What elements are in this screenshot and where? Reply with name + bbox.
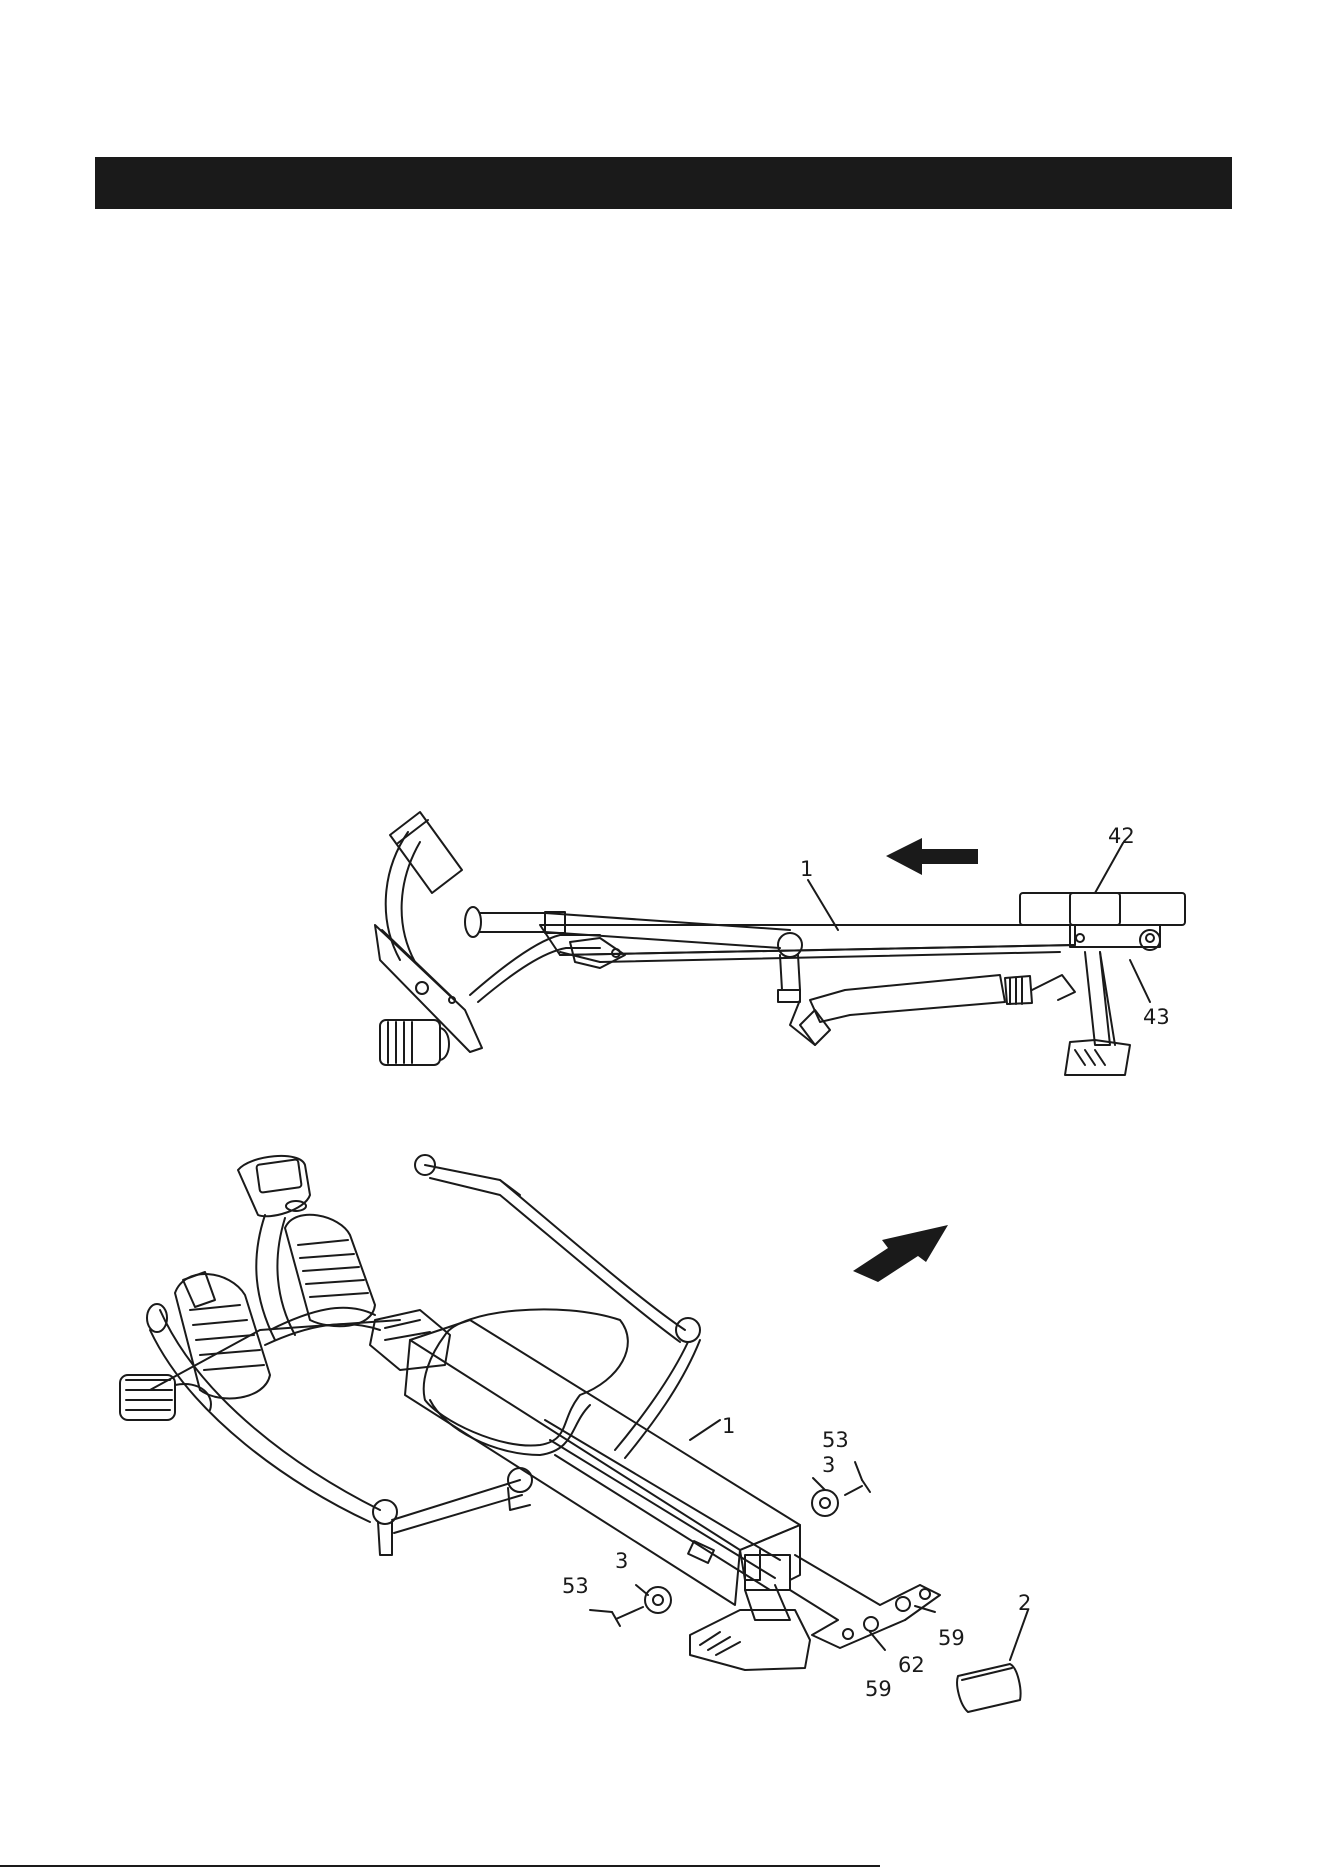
direction-arrow-left-icon <box>886 838 978 875</box>
callout-spacer-right: 3 <box>822 1453 835 1477</box>
side-view-drawing <box>375 812 1185 1075</box>
callout-nut: 62 <box>898 1653 925 1677</box>
callout-end-cap: 2 <box>1018 1591 1031 1615</box>
callout-frame: 1 <box>800 857 813 881</box>
direction-arrow-diagonal-icon <box>853 1225 948 1282</box>
callout-bolt-left: 53 <box>562 1574 589 1598</box>
bottom-rule <box>0 1865 880 1867</box>
callout-washer-right: 59 <box>938 1626 965 1650</box>
callout-bolt-right: 53 <box>822 1428 849 1452</box>
callout-spacer-left: 3 <box>615 1549 628 1573</box>
callout-washer-left: 59 <box>865 1677 892 1701</box>
callout-seat-pad: 42 <box>1108 824 1135 848</box>
callout-frame: 1 <box>722 1414 735 1438</box>
callout-seat-roller: 43 <box>1143 1005 1170 1029</box>
